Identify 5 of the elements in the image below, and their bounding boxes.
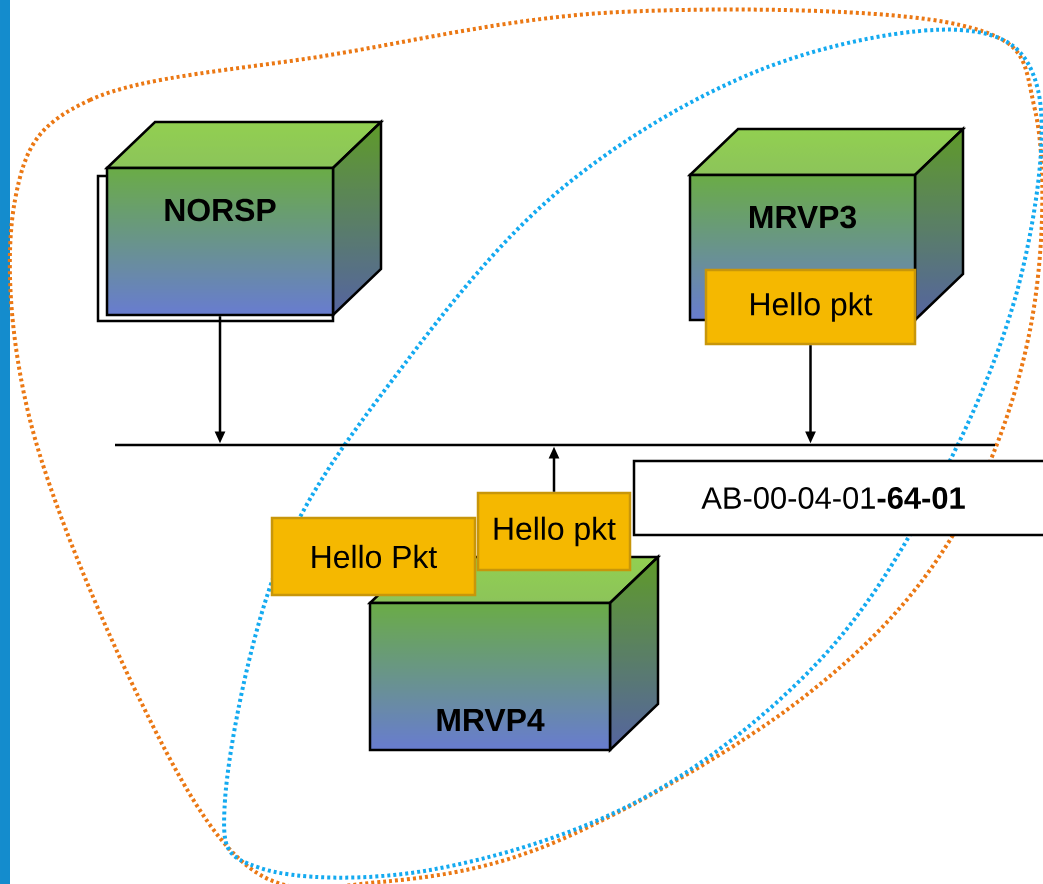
server-cube: NORSP (96, 119, 385, 323)
address-label: AB-00-04-01-64-01 (632, 459, 1043, 537)
packet-label: Hello Pkt (270, 516, 477, 597)
packet-label: Hello pkt (704, 268, 917, 346)
packet-label: Hello pkt (476, 491, 632, 572)
